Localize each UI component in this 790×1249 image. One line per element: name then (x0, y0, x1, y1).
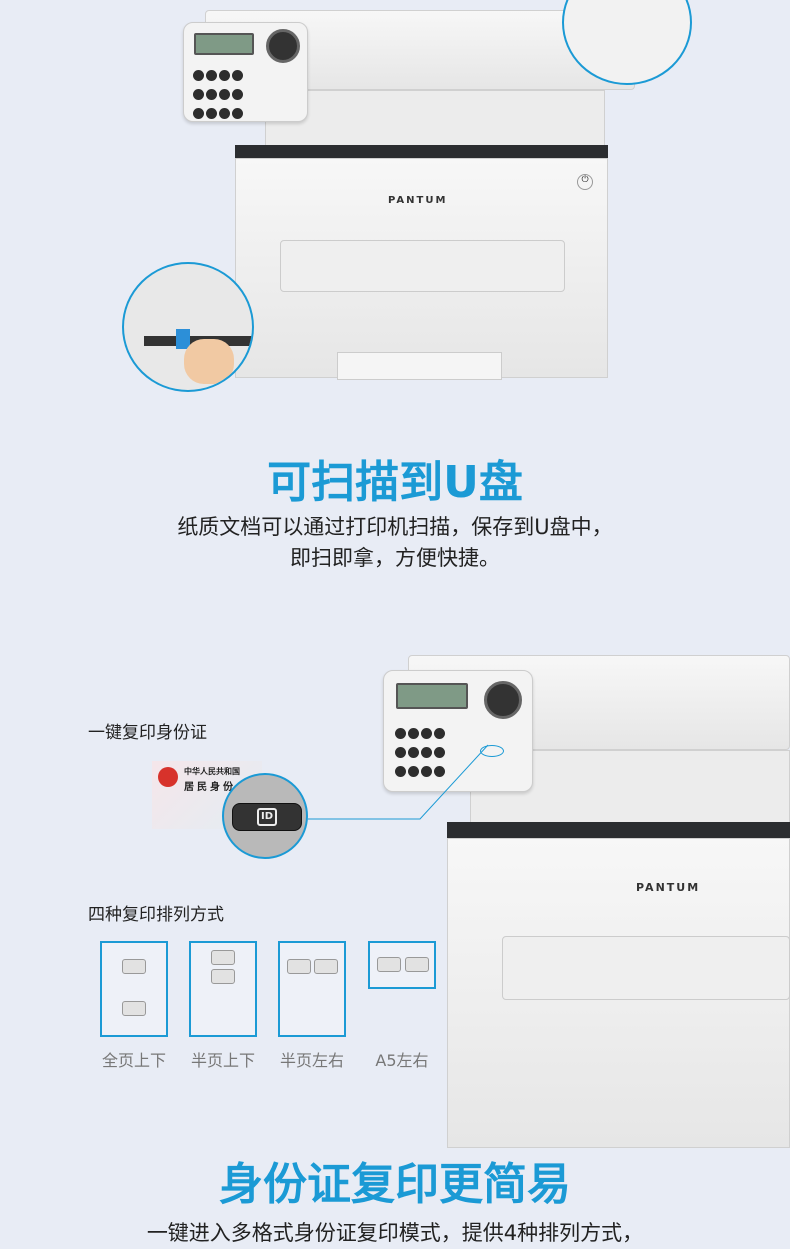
layout-a5-horizontal (368, 941, 436, 989)
power-button: ⏻ (577, 174, 593, 190)
section1-title: 可扫描到U盘 (267, 457, 523, 508)
id-copy-label: 一键复印身份证 (88, 723, 207, 743)
id-card-text: 中华人民共和国 (184, 766, 240, 776)
usb-insert-zoom (122, 262, 254, 392)
layout-caption: 半页上下 (190, 1051, 255, 1070)
section1-description-line1: 纸质文档可以通过打印机扫描，保存到U盘中， (177, 515, 613, 539)
layout-full-page-vertical (100, 941, 168, 1037)
id-button-zoom: ID (222, 773, 308, 859)
brand-logo: PANTUM (636, 881, 701, 894)
id-card-text: 居民身份 (184, 782, 236, 793)
layout-caption: 全页上下 (101, 1051, 166, 1070)
section2-title: 身份证复印更简易 (219, 1159, 571, 1210)
layout-caption: 半页左右 (279, 1051, 344, 1070)
layout-half-page-vertical (189, 941, 257, 1037)
section2-description-line1: 一键进入多格式身份证复印模式，提供4种排列方式， (146, 1221, 644, 1245)
layouts-label: 四种复印排列方式 (88, 905, 224, 925)
id-button: ID (257, 808, 277, 826)
brand-logo: PANTUM (388, 195, 448, 206)
layout-half-page-horizontal (278, 941, 346, 1037)
section1-description-line2: 即扫即拿，方便快捷。 (290, 546, 500, 570)
callout-line (308, 744, 489, 820)
layout-caption: A5左右 (375, 1051, 429, 1070)
control-panel (383, 670, 533, 792)
control-panel (183, 22, 308, 122)
